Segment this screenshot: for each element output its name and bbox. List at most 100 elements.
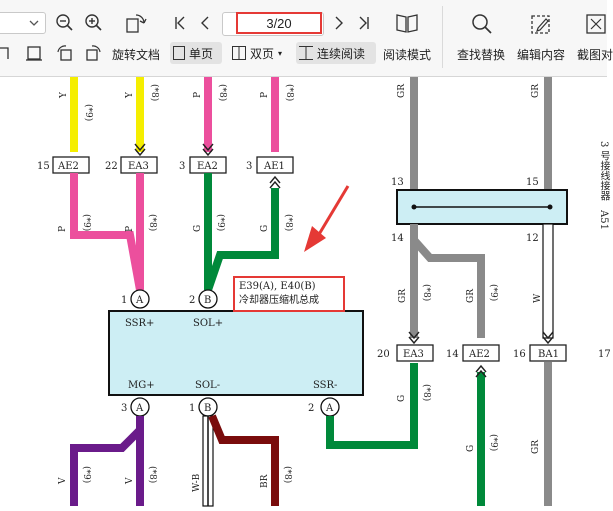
zoom-select[interactable] [0, 12, 46, 34]
junction-pin: 13 [391, 177, 404, 188]
wire-code: (*9) [488, 434, 499, 451]
rotate-right-icon[interactable] [84, 44, 102, 62]
pin-signal: SSR+ [125, 318, 154, 329]
component-name: 冷却器压缩机总成 [239, 295, 319, 306]
find-replace-label[interactable]: 查找替换 [457, 48, 506, 62]
connector-ea3-top: EA3 22 [105, 156, 158, 174]
wire-gray-2 [544, 77, 552, 190]
wire-label: W [533, 293, 543, 303]
wire-label: P [260, 92, 270, 98]
rotate-left-icon[interactable] [56, 44, 74, 62]
screenshot-icon[interactable] [585, 13, 607, 35]
connector-pin: 20 [377, 349, 390, 360]
connector-name: EA3 [403, 349, 424, 360]
junction-pin: 15 [526, 177, 539, 188]
wire-label: GR [397, 84, 407, 98]
chevron-down-icon [29, 19, 39, 27]
wire-label: GR [531, 440, 541, 454]
callout-arrow-head [304, 226, 326, 252]
next-page-icon[interactable] [334, 16, 344, 30]
wire-code: (*9) [83, 104, 94, 121]
connector-pin: 16 [513, 349, 526, 360]
wire-green-bottom-1 [326, 363, 418, 449]
connector-chevrons [134, 143, 281, 189]
wire-label: W-B [192, 473, 202, 492]
wire-label: P [125, 226, 135, 232]
wire-label: GR [531, 84, 541, 98]
pin-number: 2 [308, 403, 314, 414]
continuous-read-icon [299, 46, 313, 60]
component-id: E39(A), E40(B) [239, 281, 316, 292]
connector-name: EA3 [128, 161, 149, 172]
wire-pink-mid-1 [70, 173, 144, 291]
connector-ba1-right: BA1 16 [513, 344, 567, 362]
junction-pin: 14 [391, 233, 404, 244]
first-page-icon[interactable] [174, 16, 186, 30]
prev-page-icon[interactable] [200, 16, 210, 30]
connector-ea2-top: EA2 3 [179, 156, 227, 174]
pin-signal: MG+ [128, 380, 155, 391]
wire-yellow-1 [70, 77, 78, 152]
wire-code: (*8) [284, 84, 295, 101]
wire-brown [208, 414, 279, 506]
wire-label: BR [260, 474, 270, 488]
wire-code: (*8) [147, 466, 158, 483]
wire-code: (*9) [81, 214, 92, 231]
component-box [108, 310, 364, 396]
wire-code: (*8) [421, 384, 432, 401]
junction-name: 3 号接线接器 [598, 141, 609, 201]
toolbar-separator [442, 6, 443, 68]
wire-pink-top-2 [271, 77, 279, 152]
wire-code: (*8) [283, 214, 294, 231]
read-mode-icon[interactable] [395, 12, 419, 34]
crop-icon[interactable] [0, 45, 12, 61]
page-size-icon[interactable] [25, 44, 43, 62]
wire-code: (*9) [488, 284, 499, 301]
wire-label: GR [398, 289, 408, 303]
connector-ea3-right: EA3 20 [377, 344, 434, 362]
pin-letter: B [204, 295, 211, 306]
component-label: E39(A), E40(B) 冷却器压缩机总成 [233, 276, 345, 312]
connector-pin: 14 [446, 349, 459, 360]
double-page-button[interactable]: 双页 ▾ [229, 42, 291, 64]
wire-label: G [193, 225, 203, 232]
edit-content-icon[interactable] [530, 13, 552, 35]
wire-green-mid-2 [204, 188, 279, 292]
rotate-icon[interactable] [124, 11, 148, 35]
wire-white-right [542, 223, 554, 339]
wire-pink-top-1 [204, 77, 212, 152]
wire-label: G [260, 225, 270, 232]
single-page-icon [173, 46, 185, 60]
pin-circle [198, 289, 218, 309]
last-page-icon[interactable] [358, 16, 370, 30]
edit-content-label[interactable]: 编辑内容 [517, 48, 566, 62]
wiring-diagram: Y (*9) Y (*8) P (*8) P (*8) AE2 15 EA3 2… [0, 77, 611, 507]
connector-name: AE2 [468, 349, 490, 360]
pin-number: 2 [189, 295, 195, 306]
toolbar: 旋转文档 单页 双页 ▾ 连续阅读 阅读模式 查找替换 编辑内容 截图对 [0, 0, 613, 77]
connector-ae2-top: AE2 15 [37, 156, 90, 174]
wire-code: (*8) [217, 84, 228, 101]
wire-label: G [466, 445, 476, 452]
connector-chevrons [408, 331, 554, 378]
continuous-read-button[interactable]: 连续阅读 [296, 42, 376, 64]
search-icon[interactable] [471, 13, 493, 35]
wire-code: (*9) [81, 466, 92, 483]
zoom-in-icon[interactable] [84, 13, 102, 31]
callout-arrow [316, 185, 350, 237]
read-mode-label[interactable]: 阅读模式 [383, 48, 432, 62]
page-number-input[interactable] [236, 12, 322, 34]
connector-name: BA1 [538, 349, 559, 360]
single-page-button[interactable]: 单页 [170, 42, 222, 64]
zoom-out-icon[interactable] [55, 13, 73, 31]
connector-ae2-right: AE2 14 [446, 344, 500, 362]
connector-pin: 3 [179, 161, 185, 172]
screenshot-label[interactable]: 截图对 [577, 48, 613, 62]
wire-code: (*9) [215, 214, 226, 231]
connector-pin: 22 [105, 161, 118, 172]
wire-gray-bottom [544, 362, 552, 506]
wiring-diagram-svg: Y (*9) Y (*8) P (*8) P (*8) AE2 15 EA3 2… [37, 77, 611, 507]
wire-code: (*8) [149, 84, 160, 101]
pin-letter: A [135, 295, 144, 306]
rotate-document-label[interactable]: 旋转文档 [112, 48, 161, 62]
